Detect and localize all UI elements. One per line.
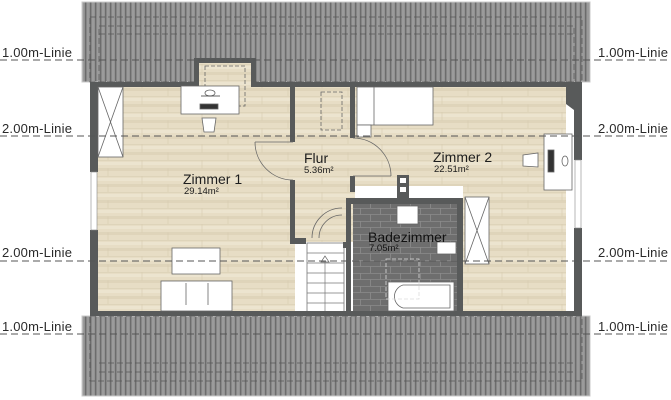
- height-line-label: 2.00m-Linie: [598, 245, 669, 260]
- height-line-label: 1.00m-Linie: [2, 45, 73, 60]
- room-name: Flur: [304, 150, 329, 166]
- roof-bottom: [81, 315, 591, 397]
- room-area: 7.05m²: [369, 243, 399, 254]
- room-name: Zimmer 2: [433, 149, 493, 165]
- roof-top: [81, 1, 591, 83]
- height-line-label: 2.00m-Linie: [2, 245, 73, 260]
- height-lines: [0, 59, 671, 335]
- height-line-label: 1.00m-Linie: [598, 45, 669, 60]
- room-area: 29.14m²: [184, 186, 219, 197]
- staircase: [306, 242, 345, 314]
- furniture: [97, 65, 573, 312]
- room-name: Zimmer 1: [183, 171, 243, 187]
- room-name: Badezimmer: [368, 229, 447, 245]
- doors: [254, 137, 392, 239]
- height-line-label: 2.00m-Linie: [598, 121, 669, 136]
- room-area: 22.51m²: [434, 164, 469, 175]
- room-area: 5.36m²: [304, 165, 334, 176]
- height-line-label: 1.00m-Linie: [2, 319, 73, 334]
- height-line-label: 1.00m-Linie: [598, 319, 669, 334]
- height-line-label: 2.00m-Linie: [2, 121, 73, 136]
